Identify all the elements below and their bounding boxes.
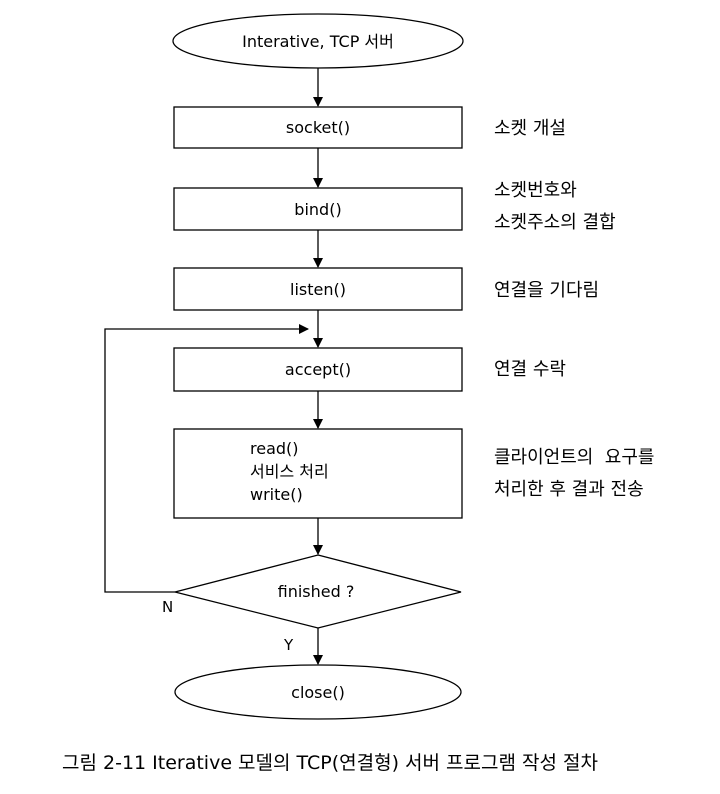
annotation-accept: 연결 수락 xyxy=(494,359,566,380)
accept-node xyxy=(173,347,463,392)
start-node-label: Interative, TCP 서버 xyxy=(242,32,394,51)
process-line-read: read() xyxy=(250,439,299,458)
annotation-process-line1: 클라이언트의 요구를 xyxy=(494,447,654,468)
annotation-socket: 소켓 개설 xyxy=(494,118,566,139)
accept-node-label: accept() xyxy=(285,360,351,379)
end-node xyxy=(174,664,462,720)
edge-loop-no xyxy=(104,324,309,593)
process-line-write: write() xyxy=(250,485,303,504)
annotation-process-line2: 처리한 후 결과 전송 xyxy=(494,479,644,500)
annotation-bind-line1: 소켓번호와 xyxy=(494,180,577,201)
listen-node xyxy=(173,267,463,311)
process-line-service: 서비스 처리 xyxy=(250,462,329,481)
decision-node-label: finished ? xyxy=(278,582,355,601)
annotation-listen: 연결을 기다림 xyxy=(494,280,599,301)
socket-node-label: socket() xyxy=(286,118,350,137)
bind-node-label: bind() xyxy=(294,200,341,219)
edge-label-no: N xyxy=(162,598,173,616)
annotation-bind-line2: 소켓주소의 결합 xyxy=(494,212,616,233)
socket-node xyxy=(173,106,463,149)
process-node xyxy=(173,428,463,519)
figure-caption: 그림 2-11 Iterative 모델의 TCP(연결형) 서버 프로그램 작… xyxy=(62,752,598,774)
flowchart: Interative, TCP 서버 socket() bind() liste… xyxy=(104,13,654,720)
listen-node-label: listen() xyxy=(290,280,346,299)
end-node-label: close() xyxy=(291,683,345,702)
edge-label-yes: Y xyxy=(283,636,294,654)
